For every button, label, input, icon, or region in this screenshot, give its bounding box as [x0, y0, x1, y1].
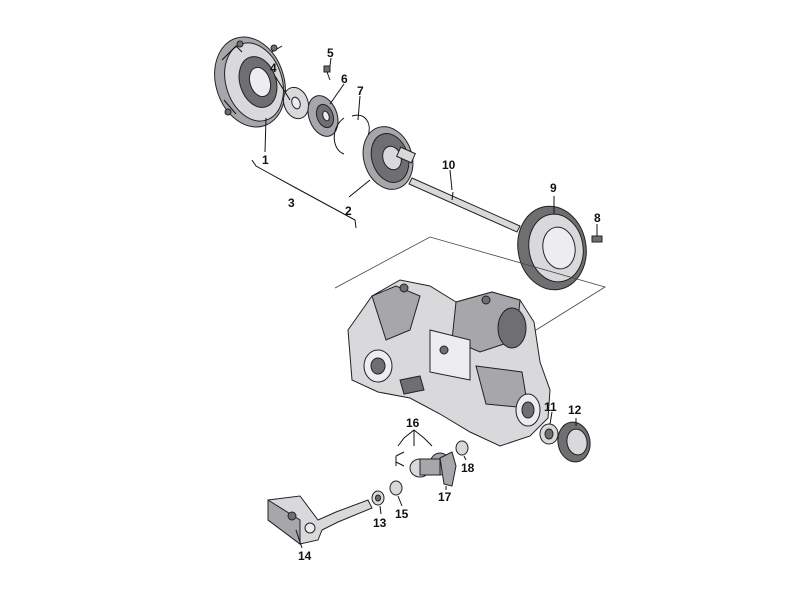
callout-2: 2	[345, 204, 352, 218]
callout-5: 5	[327, 46, 334, 60]
flywheel-ring-part	[517, 205, 587, 291]
callout-13: 13	[373, 516, 387, 530]
callout-15: 15	[395, 507, 409, 521]
callout-8: 8	[594, 211, 601, 225]
callout-17: 17	[438, 490, 452, 504]
callout-1: 1	[262, 153, 269, 167]
small-bolt-part	[591, 235, 603, 243]
callout-7: 7	[357, 84, 364, 98]
leader-lines	[251, 57, 598, 549]
callout-3: 3	[288, 196, 295, 210]
callout-labels: 1 2 3 4 5 6 7 8 9 10 11 12 13 14 15 16 1…	[262, 46, 601, 563]
small-ring-part	[371, 490, 385, 506]
circlip-part	[333, 114, 370, 155]
spring-clip-part	[395, 451, 405, 467]
release-rod-part	[408, 177, 521, 233]
clutch-disc-part	[362, 126, 417, 190]
selector-lever-part	[439, 451, 457, 487]
callout-11: 11	[544, 400, 557, 414]
callout-14: 14	[298, 549, 312, 563]
callout-9: 9	[550, 181, 557, 195]
small-bush-part	[455, 440, 469, 456]
callout-16: 16	[406, 416, 420, 430]
bearing-part	[539, 423, 559, 445]
gearbox-housing-part	[347, 279, 551, 447]
callout-12: 12	[568, 403, 582, 417]
oil-seal-part	[557, 421, 591, 463]
bolt-part	[323, 65, 331, 81]
selector-shaft-part	[267, 495, 373, 545]
shim-plate-part	[282, 86, 310, 120]
callout-6: 6	[341, 72, 348, 86]
callout-4: 4	[270, 61, 277, 75]
flange-part	[307, 95, 339, 137]
callout-18: 18	[461, 461, 475, 475]
callout-10: 10	[442, 158, 456, 172]
pressure-plate-part	[214, 36, 286, 128]
mounting-plane-frame	[334, 236, 606, 341]
